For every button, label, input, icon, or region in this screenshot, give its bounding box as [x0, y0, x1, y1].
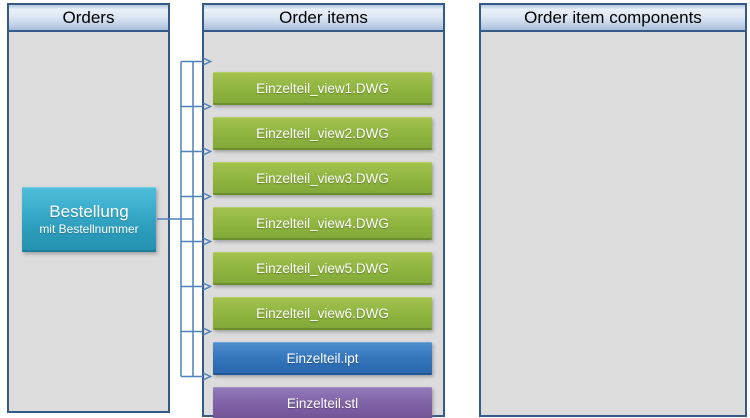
column-order-item-components-header: Order item components	[481, 5, 745, 32]
order-node-subtitle: mit Bestellnummer	[39, 221, 139, 236]
order-item-3: Einzelteil_view3.DWG	[213, 162, 432, 195]
order-item-5: Einzelteil_view5.DWG	[213, 252, 432, 285]
column-order-items-body: Einzelteil_view1.DWG Einzelteil_view2.DWG…	[204, 32, 443, 418]
order-item-8: Einzelteil.stl	[213, 387, 432, 418]
order-item-2: Einzelteil_view2.DWG	[213, 117, 432, 150]
order-item-4: Einzelteil_view4.DWG	[213, 207, 432, 240]
order-item-1: Einzelteil_view1.DWG	[213, 72, 432, 105]
order-item-6: Einzelteil_view6.DWG	[213, 297, 432, 330]
column-orders-header: Orders	[9, 5, 168, 32]
order-node: Bestellung mit Bestellnummer	[22, 187, 156, 252]
column-order-item-components: Order item components	[479, 3, 747, 417]
order-items-list: Einzelteil_view1.DWG Einzelteil_view2.DWG…	[213, 72, 432, 418]
column-order-items-title: Order items	[279, 8, 368, 27]
column-order-item-components-title: Order item components	[524, 8, 702, 27]
column-orders: Orders Bestellung mit Bestellnummer	[7, 3, 170, 413]
order-item-7: Einzelteil.ipt	[213, 342, 432, 375]
order-node-title: Bestellung	[49, 202, 129, 222]
column-order-item-components-body	[481, 32, 745, 415]
column-order-items-header: Order items	[204, 5, 443, 32]
column-orders-title: Orders	[62, 8, 115, 27]
